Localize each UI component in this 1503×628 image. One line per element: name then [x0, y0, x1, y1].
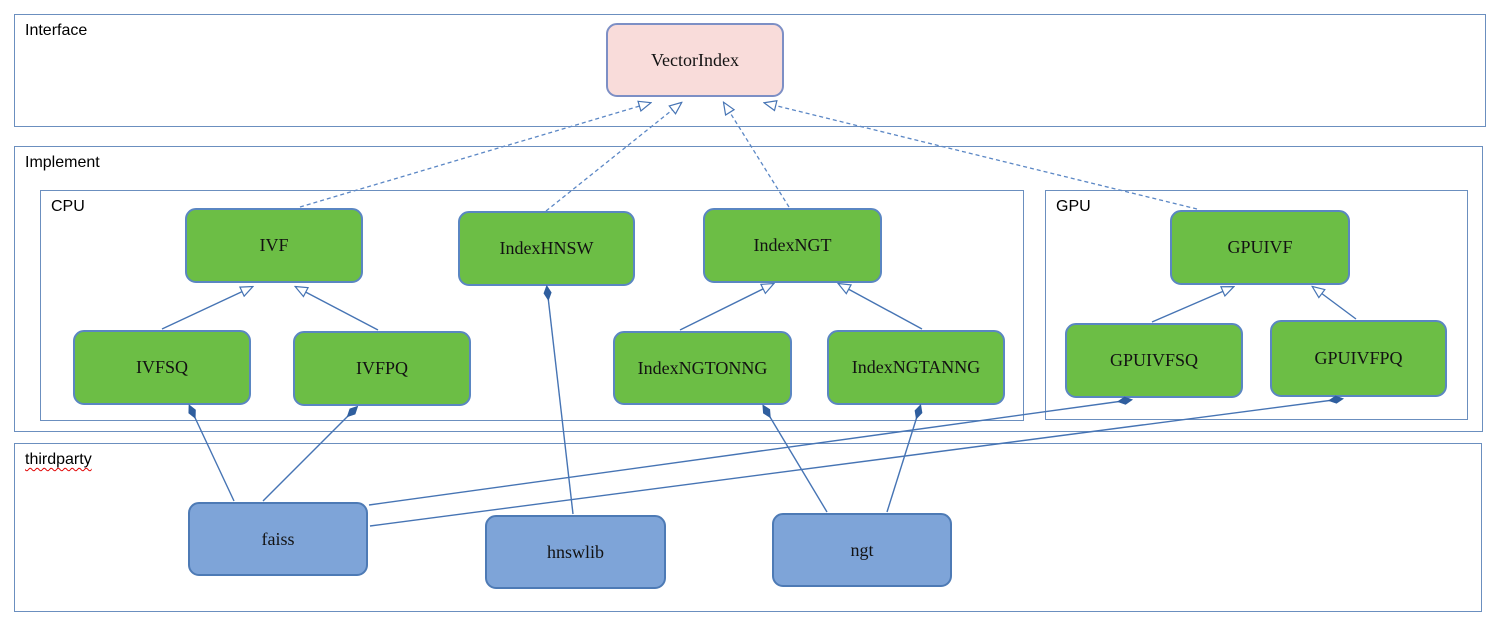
- node-gpuivfpq[interactable]: GPUIVFPQ: [1270, 320, 1447, 397]
- node-indexngtanng-label: IndexNGTANNG: [851, 357, 981, 377]
- node-indexngt[interactable]: IndexNGT: [703, 208, 882, 283]
- node-indexngt-label: IndexNGT: [753, 235, 832, 255]
- node-gpuivf-label: GPUIVF: [1227, 237, 1293, 257]
- node-faiss[interactable]: faiss: [188, 502, 368, 576]
- node-indexngtanng[interactable]: IndexNGTANNG: [827, 330, 1005, 405]
- interface-label: Interface: [25, 22, 88, 39]
- node-indexngtonng-label: IndexNGTONNG: [637, 357, 768, 378]
- node-vectorindex-label: VectorIndex: [651, 49, 739, 70]
- node-indexhnsw-label: IndexHNSW: [499, 238, 594, 258]
- node-faiss-label: faiss: [261, 528, 295, 549]
- node-gpuivfsq[interactable]: GPUIVFSQ: [1065, 323, 1243, 398]
- node-ivf-label: IVF: [259, 235, 289, 255]
- node-ngt-label: ngt: [850, 539, 874, 560]
- thirdparty-label: thirdparty: [25, 451, 92, 468]
- node-indexhnsw[interactable]: IndexHNSW: [458, 211, 635, 286]
- node-ivf[interactable]: IVF: [185, 208, 363, 283]
- node-gpuivfpq-label: GPUIVFPQ: [1314, 348, 1403, 368]
- node-ngt[interactable]: ngt: [772, 513, 952, 587]
- node-indexngtonng[interactable]: IndexNGTONNG: [613, 331, 792, 405]
- node-hnswlib-label: hnswlib: [546, 541, 604, 562]
- node-gpuivf[interactable]: GPUIVF: [1170, 210, 1350, 285]
- node-gpuivfsq-label: GPUIVFSQ: [1109, 350, 1199, 370]
- node-ivfsq-label: IVFSQ: [135, 357, 188, 377]
- gpu-label: GPU: [1056, 198, 1091, 215]
- node-ivfpq[interactable]: IVFPQ: [293, 331, 471, 406]
- node-vectorindex[interactable]: VectorIndex: [606, 23, 784, 97]
- implement-label: Implement: [25, 154, 100, 171]
- node-hnswlib[interactable]: hnswlib: [485, 515, 666, 589]
- cpu-label: CPU: [51, 198, 85, 215]
- node-ivfpq-label: IVFPQ: [355, 358, 408, 378]
- node-ivfsq[interactable]: IVFSQ: [73, 330, 251, 405]
